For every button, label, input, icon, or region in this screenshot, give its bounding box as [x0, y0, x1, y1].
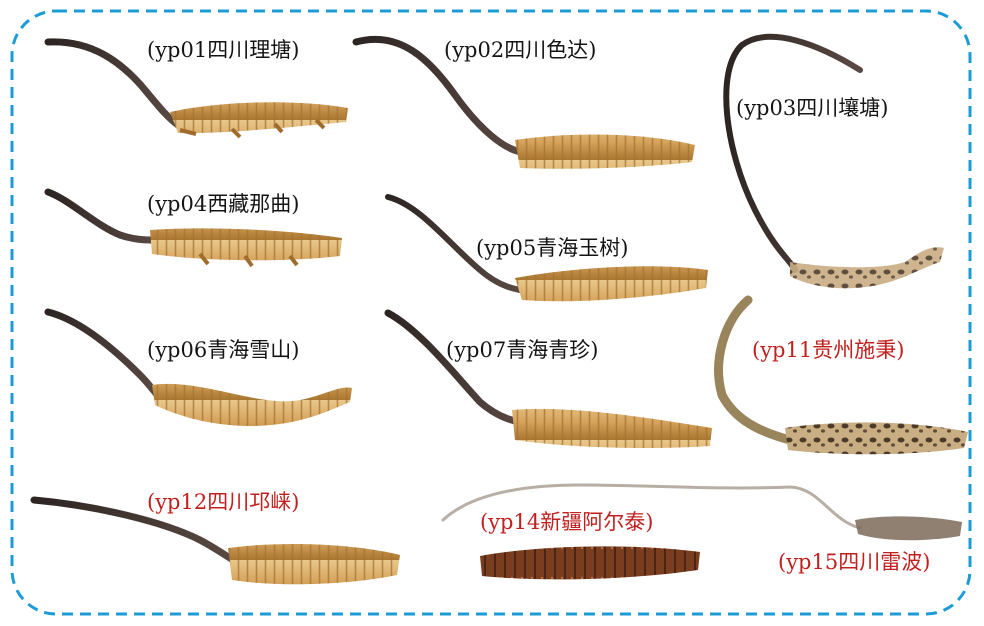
specimen-yp11 — [714, 295, 968, 455]
label-yp04: (yp04西藏那曲) — [147, 192, 300, 216]
dashed-frame — [10, 9, 972, 616]
label-yp15: (yp15四川雷波) — [778, 550, 931, 574]
label-yp11: (yp11贵州施秉) — [752, 338, 905, 362]
specimen-yp01 — [44, 38, 348, 139]
label-yp01: (yp01四川理塘) — [147, 38, 300, 62]
specimen-yp05 — [385, 194, 708, 302]
specimen-yp07 — [384, 309, 712, 448]
specimen-yp06 — [44, 308, 352, 426]
label-yp05: (yp05青海玉树) — [476, 236, 629, 260]
label-yp12: (yp12四川邛崃) — [147, 490, 300, 514]
specimen-yp15 — [441, 483, 962, 541]
label-yp02: (yp02四川色达) — [444, 38, 597, 62]
specimen-yp14 — [480, 546, 700, 580]
specimen-yp12 — [30, 496, 400, 585]
specimen-yp03 — [723, 33, 944, 289]
label-yp14: (yp14新疆阿尔泰) — [480, 510, 654, 534]
specimen-yp02 — [352, 35, 695, 169]
specimen-yp04 — [44, 188, 342, 268]
label-yp03: (yp03四川壤塘) — [736, 96, 889, 120]
label-yp06: (yp06青海雪山) — [147, 338, 300, 362]
label-yp07: (yp07青海青珍) — [446, 338, 599, 362]
